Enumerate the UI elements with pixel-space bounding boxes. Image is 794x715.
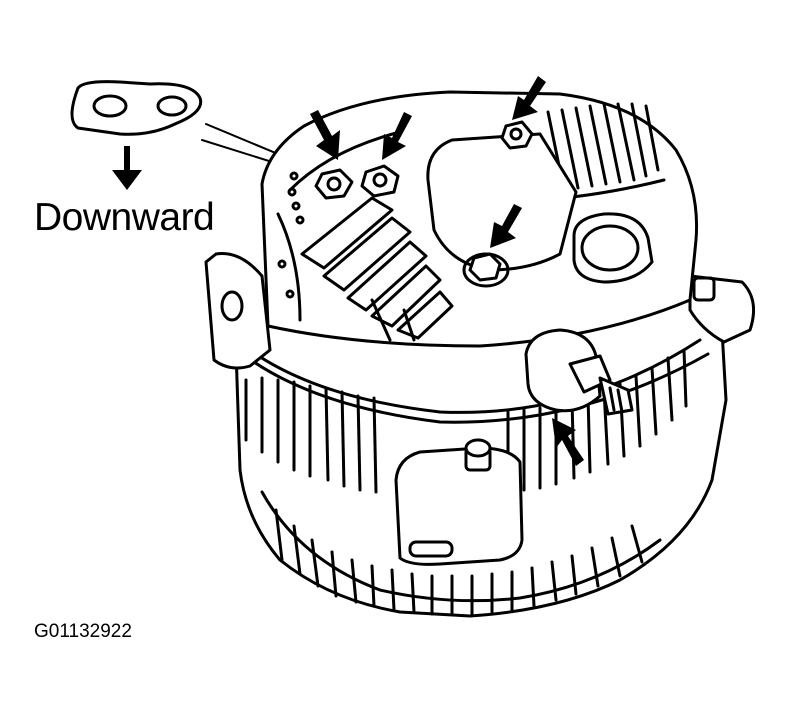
side-bracket: [204, 251, 272, 370]
cover-bolt: [500, 120, 534, 150]
arrow-pointer-icon: [552, 418, 584, 466]
b-terminal: [524, 328, 634, 416]
arrow-pointer-icon: [310, 110, 340, 160]
right-boss: [688, 274, 756, 344]
arrow-pointer-icon: [512, 76, 546, 120]
gasket-icon: [70, 80, 203, 136]
arrow-down-icon: [112, 146, 142, 190]
figure-code: G01132922: [34, 621, 132, 642]
direction-label: Downward: [34, 196, 215, 239]
cover-bolt: [314, 168, 354, 200]
mounting-ear: [394, 438, 524, 566]
arrow-pointer-icon: [382, 112, 412, 160]
arrow-pointer-icon: [490, 204, 522, 248]
rear-cover: [260, 90, 699, 348]
cover-bolt: [462, 252, 510, 288]
cover-bolt: [360, 164, 400, 198]
